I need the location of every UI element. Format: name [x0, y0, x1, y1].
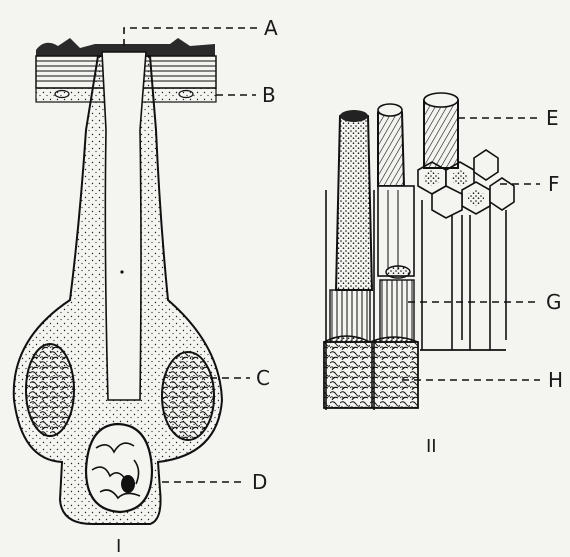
label-d: D: [252, 472, 267, 492]
label-h: H: [548, 370, 563, 390]
central-canal: [102, 52, 146, 400]
label-e: E: [546, 108, 559, 128]
label-g: G: [546, 292, 562, 312]
left-nucleus: [26, 344, 74, 436]
label-c: C: [256, 368, 270, 388]
figure-number-1: I: [116, 538, 121, 556]
label-b: B: [262, 85, 276, 105]
figure-number-2: II: [426, 438, 437, 456]
label-a: A: [264, 18, 278, 38]
label-f: F: [548, 174, 560, 194]
figure-2-drawing: [324, 93, 514, 410]
dark-rod: [336, 112, 372, 290]
hatched-rod-1: [378, 107, 404, 186]
right-nucleus: [162, 352, 214, 440]
figure-1-drawing: [14, 38, 222, 524]
basal-region: [324, 342, 418, 408]
